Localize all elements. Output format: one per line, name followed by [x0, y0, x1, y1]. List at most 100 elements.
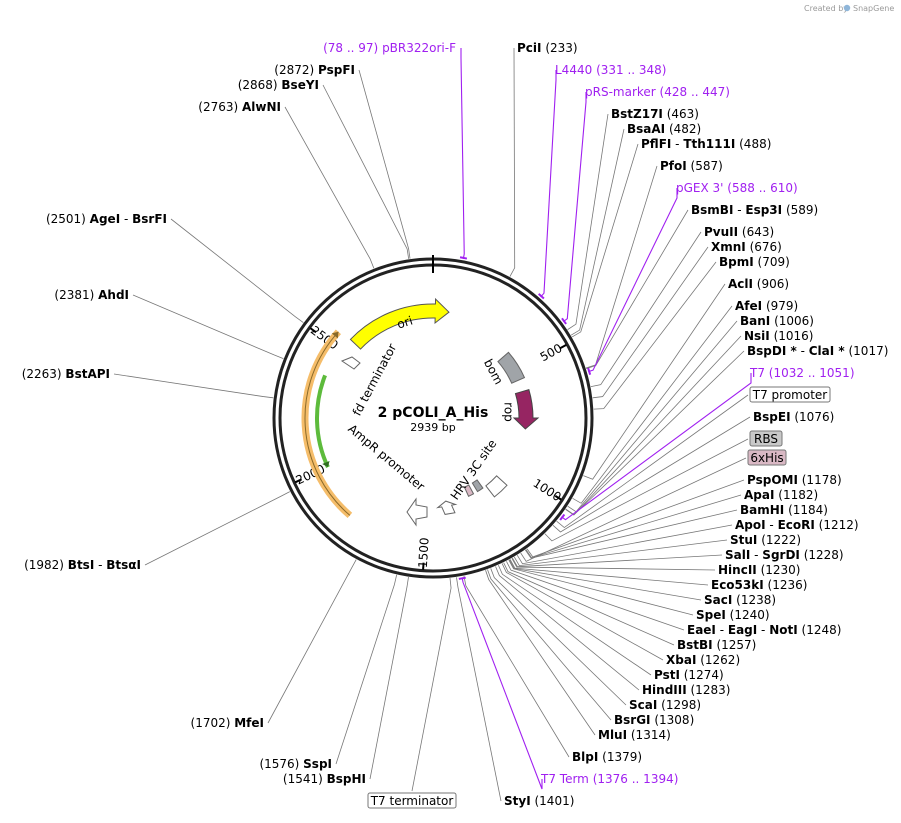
site-position: (1076): [791, 410, 835, 424]
restriction-site[interactable]: BanI (1006): [740, 314, 814, 328]
restriction-site[interactable]: ScaI (1298): [629, 698, 701, 712]
restriction-site[interactable]: SalI - SgrDI (1228): [725, 548, 844, 562]
restriction-site[interactable]: PciI (233): [517, 41, 578, 55]
snapgene-brand[interactable]: Created by SnapGene: [804, 4, 894, 13]
restriction-site[interactable]: StuI (1222): [730, 533, 801, 547]
primer-leader: [540, 70, 557, 298]
primer-name: T7 Term: [540, 772, 589, 786]
restriction-site[interactable]: PstI (1274): [654, 668, 724, 682]
restriction-site[interactable]: (2872) PspFI: [274, 63, 355, 77]
restriction-site[interactable]: PspOMI (1178): [747, 473, 842, 487]
boxed-feature-label: T7 promoter: [752, 388, 828, 402]
boxed-feature[interactable]: T7 terminator: [367, 792, 457, 809]
restriction-site[interactable]: (2763) AlwNI: [198, 100, 281, 114]
site-name: PstI: [654, 668, 680, 682]
site-name: StyI: [504, 794, 531, 808]
restriction-site[interactable]: BstBI (1257): [677, 638, 756, 652]
feature-rop[interactable]: [512, 388, 540, 430]
restriction-site[interactable]: EaeI - EagI - NotI (1248): [687, 623, 841, 637]
primer-name: pBR322ori-F: [382, 41, 456, 55]
restriction-site[interactable]: PfoI (587): [660, 159, 723, 173]
site-name: BlpI: [572, 750, 598, 764]
boxed-feature[interactable]: T7 promoter: [749, 386, 831, 403]
restriction-site[interactable]: AclI (906): [728, 277, 789, 291]
primer-name: pRS-marker: [585, 85, 656, 99]
site-leader: [335, 574, 398, 765]
boxed-feature[interactable]: 6xHis: [747, 449, 787, 466]
site-leader: [516, 524, 733, 565]
restriction-site[interactable]: BspDI * - ClaI * (1017): [747, 344, 888, 358]
restriction-site[interactable]: AfeI (979): [735, 299, 798, 313]
primer-label[interactable]: (78 .. 97) pBR322ori-F: [323, 41, 456, 55]
restriction-site[interactable]: PflFI - Tth111I (488): [641, 137, 771, 151]
restriction-site[interactable]: (2868) BseYI: [238, 78, 319, 92]
restriction-site[interactable]: Eco53kI (1236): [711, 578, 807, 592]
restriction-site[interactable]: XbaI (1262): [666, 653, 740, 667]
site-leader: [513, 539, 728, 567]
restriction-site[interactable]: HindIII (1283): [642, 683, 730, 697]
feature-ampr[interactable]: [301, 329, 353, 519]
restriction-site[interactable]: ApaI (1182): [744, 488, 818, 502]
site-leader: [358, 69, 411, 259]
restriction-site[interactable]: PvuII (643): [704, 225, 774, 239]
boxed-feature-label: T7 terminator: [370, 794, 454, 808]
site-leader: [132, 294, 284, 359]
site-leader: [572, 305, 733, 504]
primer-name: L4440: [555, 63, 592, 77]
site-name: PspFI: [318, 63, 355, 77]
primer-label[interactable]: pGEX 3' (588 .. 610): [676, 181, 798, 195]
restriction-site[interactable]: BlpI (1379): [572, 750, 642, 764]
restriction-site[interactable]: (2263) BstAPI: [22, 367, 110, 381]
feature-ori[interactable]: [349, 297, 450, 350]
restriction-site[interactable]: MluI (1314): [598, 728, 671, 742]
restriction-site[interactable]: StyI (1401): [504, 794, 574, 808]
restriction-site[interactable]: SpeI (1240): [696, 608, 770, 622]
boxed-feature[interactable]: RBS: [749, 430, 783, 447]
site-position: (1230): [757, 563, 801, 577]
feature-ampr-core: [304, 331, 351, 516]
boxed-feature-label: RBS: [754, 432, 778, 446]
primer-label[interactable]: pRS-marker (428 .. 447): [585, 85, 730, 99]
restriction-site[interactable]: (1541) BspHI: [283, 772, 366, 786]
restriction-site[interactable]: BsaAI (482): [627, 122, 701, 136]
site-leader: [497, 564, 652, 676]
restriction-site[interactable]: HincII (1230): [718, 563, 800, 577]
feature-fd-terminator[interactable]: [340, 356, 361, 370]
site-name: AfeI: [735, 299, 762, 313]
site-position: (2872): [274, 63, 318, 77]
primer-label[interactable]: L4440 (331 .. 348): [555, 63, 667, 77]
primer-label[interactable]: T7 (1032 .. 1051): [749, 366, 855, 380]
site-name: BanI: [740, 314, 770, 328]
site-name: ScaI: [629, 698, 657, 712]
restriction-site[interactable]: NsiI (1016): [744, 329, 813, 343]
feature-bom[interactable]: [497, 351, 526, 384]
restriction-site[interactable]: (1982) BtsI - BtsαI: [24, 558, 141, 572]
site-name: Tth111I: [683, 137, 735, 151]
site-sep: -: [94, 558, 106, 572]
site-leader: [113, 373, 274, 399]
restriction-site[interactable]: SacI (1238): [704, 593, 776, 607]
primer-label[interactable]: T7 Term (1376 .. 1394): [540, 772, 678, 786]
restriction-site[interactable]: BstZ17I (463): [611, 107, 699, 121]
restriction-site[interactable]: BpmI (709): [719, 255, 790, 269]
feature-hrv-3c-site[interactable]: [485, 475, 508, 498]
restriction-site[interactable]: ApoI - EcoRI (1212): [735, 518, 859, 532]
restriction-site[interactable]: (1702) MfeI: [191, 716, 264, 730]
site-leader: [503, 562, 675, 646]
restriction-site[interactable]: BsrGI (1308): [614, 713, 694, 727]
restriction-site[interactable]: BspEI (1076): [753, 410, 834, 424]
site-name: ApaI: [744, 488, 774, 502]
restriction-site[interactable]: XmnI (676): [711, 240, 782, 254]
site-name: BstAPI: [65, 367, 110, 381]
site-leader: [369, 577, 409, 780]
site-name: StuI: [730, 533, 757, 547]
restriction-site[interactable]: (1576) SspI: [259, 757, 332, 771]
site-name: BtsαI: [106, 558, 141, 572]
feature-ampr-promoter-arrow[interactable]: [435, 500, 458, 516]
site-position: (1016): [770, 329, 814, 343]
restriction-site[interactable]: (2381) AhdI: [54, 288, 129, 302]
restriction-site[interactable]: BamHI (1184): [740, 503, 828, 517]
feature-his-block: [463, 484, 475, 497]
restriction-site[interactable]: BsmBI - Esp3I (589): [691, 203, 818, 217]
restriction-site[interactable]: (2501) AgeI - BsrFI: [46, 212, 167, 226]
